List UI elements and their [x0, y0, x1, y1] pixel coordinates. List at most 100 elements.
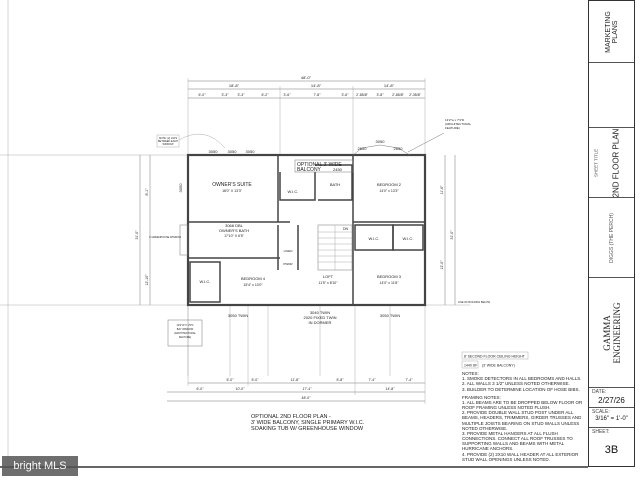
revisions-table	[589, 63, 634, 128]
note: 2. ALL WALLS 3 1/2" UNLESS NOTED OTHERWI…	[462, 381, 570, 387]
plan-title-line: 3' WIDE BALCONY, SINGLE PRIMARY W.I.C.	[251, 420, 365, 426]
bottom-dimensions: 5'-0" 5'-0" 11'-8" 5'-8" 7'-4" 7'-4" 6'-…	[167, 305, 426, 404]
room-labels: OWNER'S SUITE 18'0" X 13'3" W.I.C. BATH …	[200, 162, 414, 287]
room-wic: W.I.C.	[369, 236, 380, 241]
room-wic: W.I.C.	[288, 189, 299, 194]
dim-label: 6'-0"	[199, 93, 207, 97]
callout-text: (ARCHITECTURAL	[174, 332, 196, 335]
note: 1. SMOKE DETECTORS IN ALL BEDROOMS AND H…	[462, 376, 582, 382]
room-bedroom-2: BEDROOM 2	[377, 182, 402, 187]
sheet-cell: SHEET: 3B	[589, 428, 634, 468]
room-size: 14'0" x 13'3"	[379, 189, 399, 193]
dim-label: 8'-1"	[145, 188, 149, 196]
note: 3. BUILDER TO DETERMINE LOCATION OF HOSE…	[462, 386, 580, 392]
window-label: 2020 FIXED TWIN	[303, 315, 336, 320]
callout-text: NOTE: (2) 2x6'S	[159, 137, 178, 140]
dim-label: 3'-6"	[342, 93, 350, 97]
plan-title-line: OPTIONAL 2ND FLOOR PLAN -	[251, 414, 331, 420]
dim-label: 17'-4"	[303, 387, 313, 391]
dim-label: 3'-8"	[377, 93, 385, 97]
dim-label: 31'-0"	[135, 230, 139, 240]
marketing-plans-label: MARKETING PLANS	[604, 10, 619, 53]
area-block: 8' SECOND FLOOR CEILING HEIGHT 1440 SF (…	[461, 351, 529, 369]
plan-title-line: SOAKING TUB W/ GREENHOUSE WINDOW	[251, 426, 364, 432]
balcony-door-code: 2450	[333, 167, 343, 172]
title-block: MARKETING PLANS SHEET TITLE 2ND FLOOR PL…	[588, 0, 635, 467]
dim-label: 18'-8"	[229, 83, 240, 88]
watermark-logo: bright MLS	[2, 456, 78, 476]
date-label: DATE:	[592, 389, 607, 395]
callout-text: FEATURE)	[179, 336, 191, 339]
company-name: GAMMA ENGINEERING	[601, 302, 622, 363]
sheet-label: SHEET:	[592, 429, 610, 435]
interior-walls	[188, 155, 425, 305]
callout-text: 3' GREENHOUSE WINDOW	[149, 236, 182, 239]
area-note: (3' WIDE BALCONY)	[482, 364, 515, 368]
dim-label: 7'-8"	[314, 93, 322, 97]
dim-label: 31'-0"	[450, 230, 454, 240]
project-name: DIGGS (THE PERCH)	[608, 212, 615, 263]
greenhouse-window	[179, 224, 189, 256]
balcony-label: OPTIONAL 3' WIDE	[297, 162, 342, 168]
dim-label: 3'-6"	[284, 93, 292, 97]
dim-label: 10'-0"	[236, 387, 246, 391]
window-label: 3050	[228, 149, 238, 154]
callout-text: WINDOW	[163, 143, 175, 146]
notes-title: NOTES:	[462, 371, 479, 376]
dim-label: 5'-8"	[337, 378, 345, 382]
balcony-label-box	[294, 159, 354, 173]
window-label: 3050	[178, 183, 183, 193]
callouts: NOTE: (2) 2x6'S BETWEEN EACH WINDOW 13'2…	[149, 118, 491, 339]
dim-label: 12'-10"	[145, 274, 149, 286]
bay-window-note-box	[167, 319, 203, 347]
callout-text: BETWEEN EACH	[158, 140, 178, 143]
sheet-title: 2ND FLOOR PLAN	[611, 128, 621, 197]
scale-cell: SCALE: 3/16" = 1'-0"	[589, 408, 634, 428]
dim-label: 14'-8"	[311, 83, 322, 88]
window-label: 3040 TWIN	[310, 310, 330, 315]
dim-label: 6'-2"	[262, 93, 270, 97]
stair-direction-label: DN	[343, 227, 349, 231]
dim-label: 12'-0"	[440, 260, 444, 270]
plan-title: OPTIONAL 2ND FLOOR PLAN - 3' WIDE BALCON…	[251, 414, 365, 432]
room-wic: W.I.C.	[403, 236, 414, 241]
date-cell: DATE: 2/27/26	[589, 388, 634, 408]
room-size: 15'4" x 10'0"	[243, 283, 263, 287]
area-label: 1440 SF	[464, 364, 477, 368]
room-owners-suite: OWNER'S SUITE	[212, 182, 252, 188]
dim-label: 14'-8"	[384, 83, 395, 88]
room-bedroom-3: BEDROOM 3	[377, 274, 402, 279]
dim-label: 3'-3"	[222, 93, 230, 97]
sheet-number: 3B	[604, 444, 619, 456]
dim-label: 2'-85/8"	[356, 93, 369, 97]
dim-label: 2'-35/8"	[409, 93, 422, 97]
room-wic: W.I.C.	[200, 279, 211, 284]
window-label: IN DORMER	[309, 320, 332, 325]
marketing-cell: MARKETING PLANS	[589, 1, 634, 63]
callout-text: 10'0"W X 1'5"D	[177, 324, 194, 327]
sheet-title-cell: SHEET TITLE 2ND FLOOR PLAN	[589, 128, 634, 198]
room-loft: LOFT	[323, 274, 334, 279]
window-label: 2650	[394, 146, 404, 151]
extension-lines	[0, 154, 470, 376]
ceiling-height: 8' SECOND FLOOR CEILING HEIGHT	[464, 355, 526, 359]
framing-note: 4. PROVIDE (2) 2X10 WALL HEADER AT ALL E…	[462, 451, 579, 462]
dim-label: 5'-0"	[252, 378, 260, 382]
notes-block: NOTES: 1. SMOKE DETECTORS IN ALL BEDROOM…	[462, 371, 584, 462]
window-label: 3050	[376, 139, 386, 144]
room-pwdr: PWDR	[283, 262, 293, 266]
room-bath: BATH	[330, 182, 340, 187]
dim-label: 7'-4"	[369, 378, 377, 382]
room-size: 11'5" x 8'10"	[319, 281, 339, 285]
company-cell: GAMMA ENGINEERING	[589, 278, 634, 388]
dim-overall-bottom: 48'-0"	[302, 396, 312, 400]
room-linen: LINEN	[284, 249, 293, 253]
stair: DN	[317, 224, 353, 271]
dim-overall-top: 48'-0"	[301, 75, 312, 80]
scale-value: 3/16" = 1'-0"	[595, 416, 628, 422]
dim-label: 11'-6"	[440, 185, 444, 194]
door-label: 3068 DBL	[225, 223, 244, 228]
room-owners-bath: OWNER'S BATH	[219, 228, 249, 233]
framing-notes-title: FRAMING NOTES:	[462, 394, 501, 400]
